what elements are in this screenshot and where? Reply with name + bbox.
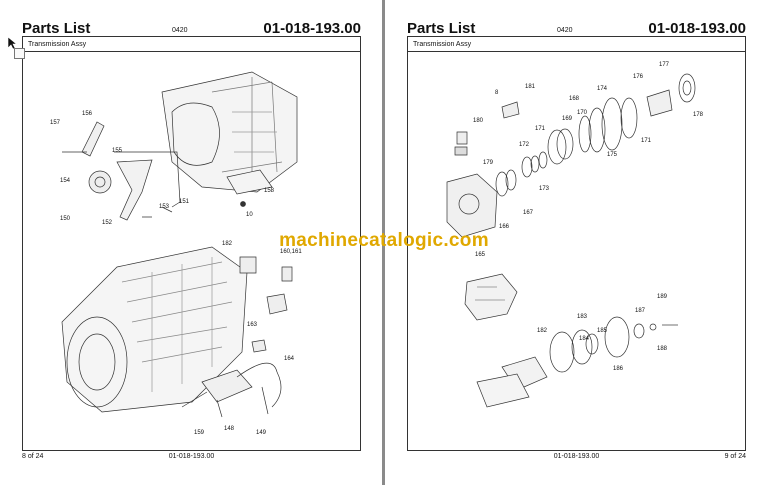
callout-label: 153: [159, 204, 170, 210]
callout-label: 171: [535, 126, 546, 132]
right-callouts: 8 181 168 176 177 180 169 170 174 179 17…: [473, 62, 704, 372]
callout-label: 163: [247, 322, 258, 328]
page-title: Parts List: [407, 20, 476, 37]
callout-label: 151: [179, 199, 190, 205]
callout-label: 157: [50, 120, 61, 126]
callout-label: 182: [537, 328, 548, 334]
callout-label: 8: [495, 90, 499, 96]
part-number: 01-018-193.00: [263, 20, 361, 37]
diagram-frame: Transmission Assy: [407, 36, 746, 451]
section-title: Transmission Assy: [413, 41, 472, 48]
page-number: 8 of 24: [22, 453, 44, 460]
page-code: 0420: [557, 27, 573, 34]
section-divider: [23, 51, 360, 52]
callout-label: 171: [641, 138, 652, 144]
section-title: Transmission Assy: [28, 41, 87, 48]
callout-label: 187: [635, 308, 646, 314]
callout-label: 155: [112, 148, 123, 154]
callout-label: 170: [577, 110, 588, 116]
callout-label: 183: [577, 314, 588, 320]
callout-label: 150: [60, 216, 71, 222]
callout-label: 184: [579, 336, 590, 342]
watermark: machinecatalogic.com: [279, 230, 489, 251]
left-page: Parts List 0420 01-018-193.00 Transmissi…: [0, 0, 383, 485]
callout-label: 158: [264, 188, 275, 194]
callout-label: 172: [519, 142, 530, 148]
page-spine: [382, 0, 385, 485]
callout-label: 167: [523, 210, 534, 216]
page-header: Parts List 0420 01-018-193.00: [407, 20, 746, 38]
callout-label: 159: [194, 430, 205, 436]
callout-label: 169: [562, 116, 573, 122]
right-page: Parts List 0420 01-018-193.00 Transmissi…: [385, 0, 768, 485]
callout-label: 10: [246, 212, 253, 218]
callout-label: 164: [284, 356, 295, 362]
callout-label: 177: [659, 62, 670, 68]
diagram-frame: Transmission Assy: [22, 36, 361, 451]
page-title: Parts List: [22, 20, 91, 37]
callout-label: 178: [693, 112, 704, 118]
exploded-diagram: 156 157 155 154 150 152 153 151 158 10 1…: [50, 71, 302, 436]
callout-label: 176: [633, 74, 644, 80]
footer-part-number: 01-018-193.00: [168, 453, 215, 460]
footer-part-number: 01-018-193.00: [553, 453, 600, 460]
callout-label: 189: [657, 294, 668, 300]
callout-label: 160,161: [280, 249, 302, 255]
callout-label: 175: [607, 152, 618, 158]
callout-label: 154: [60, 178, 71, 184]
part-number: 01-018-193.00: [648, 20, 746, 37]
left-callouts: 156 157 155 154 150 152 153 151 158 10 1…: [50, 111, 302, 436]
callout-label: 148: [224, 426, 235, 432]
section-divider: [408, 51, 745, 52]
callout-label: 156: [82, 111, 93, 117]
callout-label: 173: [539, 186, 550, 192]
callout-label: 188: [657, 346, 668, 352]
page-number: 9 of 24: [724, 453, 746, 460]
exploded-diagram: 8 181 168 176 177 180 169 170 174 179 17…: [446, 62, 704, 408]
callout-label: 179: [483, 160, 494, 166]
callout-label: 180: [473, 118, 484, 124]
callout-label: 152: [102, 220, 113, 226]
callout-label: 181: [525, 84, 536, 90]
callout-label: 182: [222, 241, 233, 247]
page-thumbnail-icon[interactable]: [14, 48, 25, 59]
callout-label: 165: [475, 252, 486, 258]
callout-label: 168: [569, 96, 580, 102]
callout-label: 185: [597, 328, 608, 334]
callout-label: 186: [613, 366, 624, 372]
page-header: Parts List 0420 01-018-193.00: [22, 20, 361, 38]
callout-label: 149: [256, 430, 267, 436]
callout-label: 174: [597, 86, 608, 92]
callout-label: 166: [499, 224, 510, 230]
page-code: 0420: [172, 27, 188, 34]
